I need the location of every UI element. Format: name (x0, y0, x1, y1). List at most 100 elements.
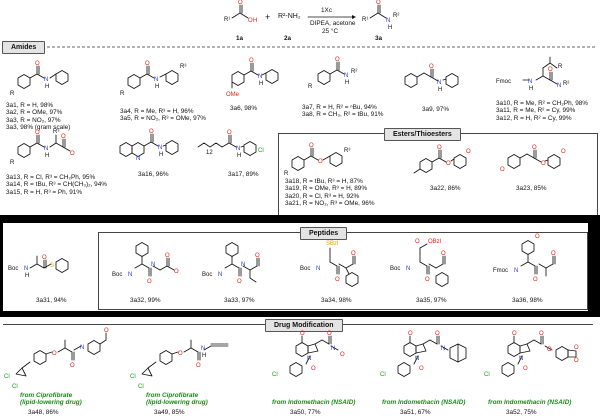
frame-band-bottom (0, 311, 600, 317)
h-atom: H (438, 87, 442, 93)
r-group: R (10, 160, 15, 166)
structure-3a23: O O O O (500, 145, 566, 173)
n-atom: N (44, 146, 48, 152)
acid-structure: R¹ O O H (224, 0, 257, 24)
labels-3a7-3a8: 3a7, R = H, R² = ⁿBu, 94%3a8, R = CH₃, R… (302, 104, 384, 119)
o-atom: O (408, 331, 413, 337)
conditions-temperature: 25 °C (322, 28, 339, 35)
h-atom: H (155, 84, 159, 90)
o-atom: O (441, 251, 446, 257)
structure-3a34: SBzl Boc N O O (300, 241, 359, 287)
frame-band-left (0, 215, 3, 315)
o-atom: O (437, 145, 442, 151)
structure-3a9: O N H (404, 64, 459, 93)
product-n: N (386, 18, 390, 24)
structure-3a10: Fmoc N H O N R² R (496, 56, 569, 92)
labels-3a13-3a15: 3a13, R = Cl, R³ = CH₂Ph, 95%3a14, R = t… (6, 174, 107, 196)
n-atom: N (344, 73, 348, 79)
reaction-arrowhead (352, 15, 356, 19)
structure-3a35: O OBzl Boc N O O (390, 239, 449, 287)
labels-3a4-3a5: 3a4, R = Me, R³ = H, 96%3a5, R = NO₂, R³… (120, 108, 206, 123)
acid-oh-o: O (248, 18, 253, 24)
o-atom: O (318, 159, 323, 165)
n-atom: N (128, 272, 132, 278)
h-atom: H (345, 80, 349, 86)
n-atom: N (236, 146, 240, 152)
h-atom: H (25, 273, 29, 279)
cl-atom: Cl (138, 384, 144, 390)
acid-label: 1a (236, 35, 244, 42)
s-atom: S (50, 263, 54, 269)
structure-3a7: O N R² H R (308, 57, 357, 90)
o-atom: O (561, 149, 566, 155)
n-atom: N (437, 80, 441, 86)
esters-structures: O O R R³ O O O O O O O (284, 143, 566, 177)
o-atom: O (165, 253, 170, 259)
o-atom: O (340, 352, 345, 358)
n-atom: N (316, 266, 320, 272)
o-atom: O (419, 366, 424, 372)
structure-3a6: O N H OMe (226, 58, 279, 98)
o-atom: O (249, 58, 254, 64)
n-atom: N (441, 346, 445, 352)
r-group: R (558, 64, 563, 70)
structure-3a16: N O N H (119, 129, 179, 162)
peptides-header: Peptides (300, 227, 348, 240)
structure-3a52: O N O O O O Cl O (484, 331, 579, 378)
plus-sign: + (265, 12, 271, 22)
fmoc-group: Fmoc (496, 79, 511, 85)
structure-3a49: Cl Cl O O N H (130, 339, 229, 390)
frame-band-top (0, 215, 600, 223)
structure-3a1: O N H R (10, 61, 69, 97)
n-atom: N (241, 262, 245, 268)
drug-type-3a49: (lipid-lowering drug) (146, 399, 208, 406)
h-atom: H (159, 152, 163, 158)
label-3a23: 3a23, 85% (516, 185, 547, 192)
label-3a9: 3a9, 97% (422, 106, 450, 113)
amine-formula: R²-NH₂ (278, 13, 301, 20)
drug-source-3a48: from Ciprofibrate (20, 392, 73, 399)
n-atom: N (331, 346, 335, 352)
o-atom: O (42, 255, 47, 261)
structure-3a50: O N O N O Cl O (272, 331, 345, 378)
n-atom: N (514, 268, 518, 274)
label-3a16: 3a16, 96% (138, 171, 169, 178)
label-3a49: 3a49, 85% (154, 409, 185, 416)
cl-atom: Cl (484, 372, 490, 378)
amides-divider (2, 46, 597, 48)
r3-group: R³ (53, 129, 59, 135)
o-atom: O (196, 363, 201, 369)
n-atom: N (151, 262, 155, 268)
o-atom: O (147, 279, 152, 285)
n-atom: N (406, 266, 410, 272)
structure-3a18: O O R R³ (284, 143, 350, 177)
acid-carbonyl-o: O (238, 0, 243, 6)
cl-atom: Cl (4, 374, 10, 380)
label-3a22: 3a22, 86% (430, 185, 461, 192)
structure-3a22: O O O (413, 145, 471, 174)
h-atom: H (45, 84, 49, 90)
cl-atom: Cl (380, 372, 386, 378)
r-group: R (10, 91, 15, 97)
reagent-label: 1Xc (321, 7, 333, 14)
o-atom: O (535, 234, 540, 240)
boc-group: Boc (390, 266, 400, 272)
n-atom: N (24, 266, 28, 272)
product-r1: R¹ (362, 17, 368, 23)
structure-3a31: Boc N H O S (8, 255, 69, 279)
n-atom: N (201, 346, 205, 352)
boc-group: Boc (202, 272, 212, 278)
o-atom: O (255, 253, 260, 259)
chain-length: 12 (206, 150, 213, 156)
fmoc-group: Fmoc (493, 268, 508, 274)
o-atom: O (435, 331, 440, 337)
o-atom: O (446, 161, 451, 167)
amides-row1-structures: O N H R O N H R³ R O (10, 56, 569, 98)
structure-3a4: O N H R³ R (120, 61, 186, 97)
obzl-group: OBzl (428, 239, 441, 245)
o-atom: O (429, 64, 434, 70)
labels-3a10-3a12: 3a10, R = Me, R² = CH₂Ph, 98%3a11, R = M… (496, 100, 588, 122)
cl-atom: Cl (130, 374, 136, 380)
o-atom: O (539, 331, 544, 337)
peptide-structures: Boc N H O S Boc N O N O O (8, 234, 556, 287)
